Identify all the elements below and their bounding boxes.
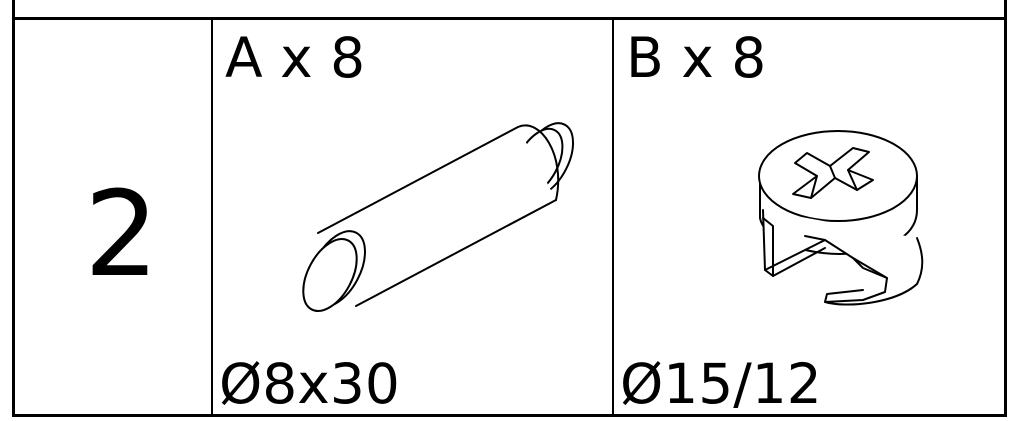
column-divider-1 bbox=[211, 17, 213, 417]
step-number: 2 bbox=[84, 165, 160, 303]
part-b-quantity-label: B x 8 bbox=[626, 26, 767, 90]
table-left-border bbox=[12, 0, 15, 417]
part-a-dimension: Ø8x30 bbox=[219, 352, 400, 416]
dowel-icon bbox=[302, 122, 575, 312]
part-b-dimension: Ø15/12 bbox=[620, 352, 822, 416]
column-divider-2 bbox=[612, 17, 614, 417]
table-right-border bbox=[1004, 0, 1007, 417]
table-top-border bbox=[12, 17, 1007, 20]
table-bottom-border bbox=[12, 414, 1007, 417]
part-a-quantity-label: A x 8 bbox=[225, 26, 366, 90]
cam-lock-icon bbox=[758, 130, 924, 306]
